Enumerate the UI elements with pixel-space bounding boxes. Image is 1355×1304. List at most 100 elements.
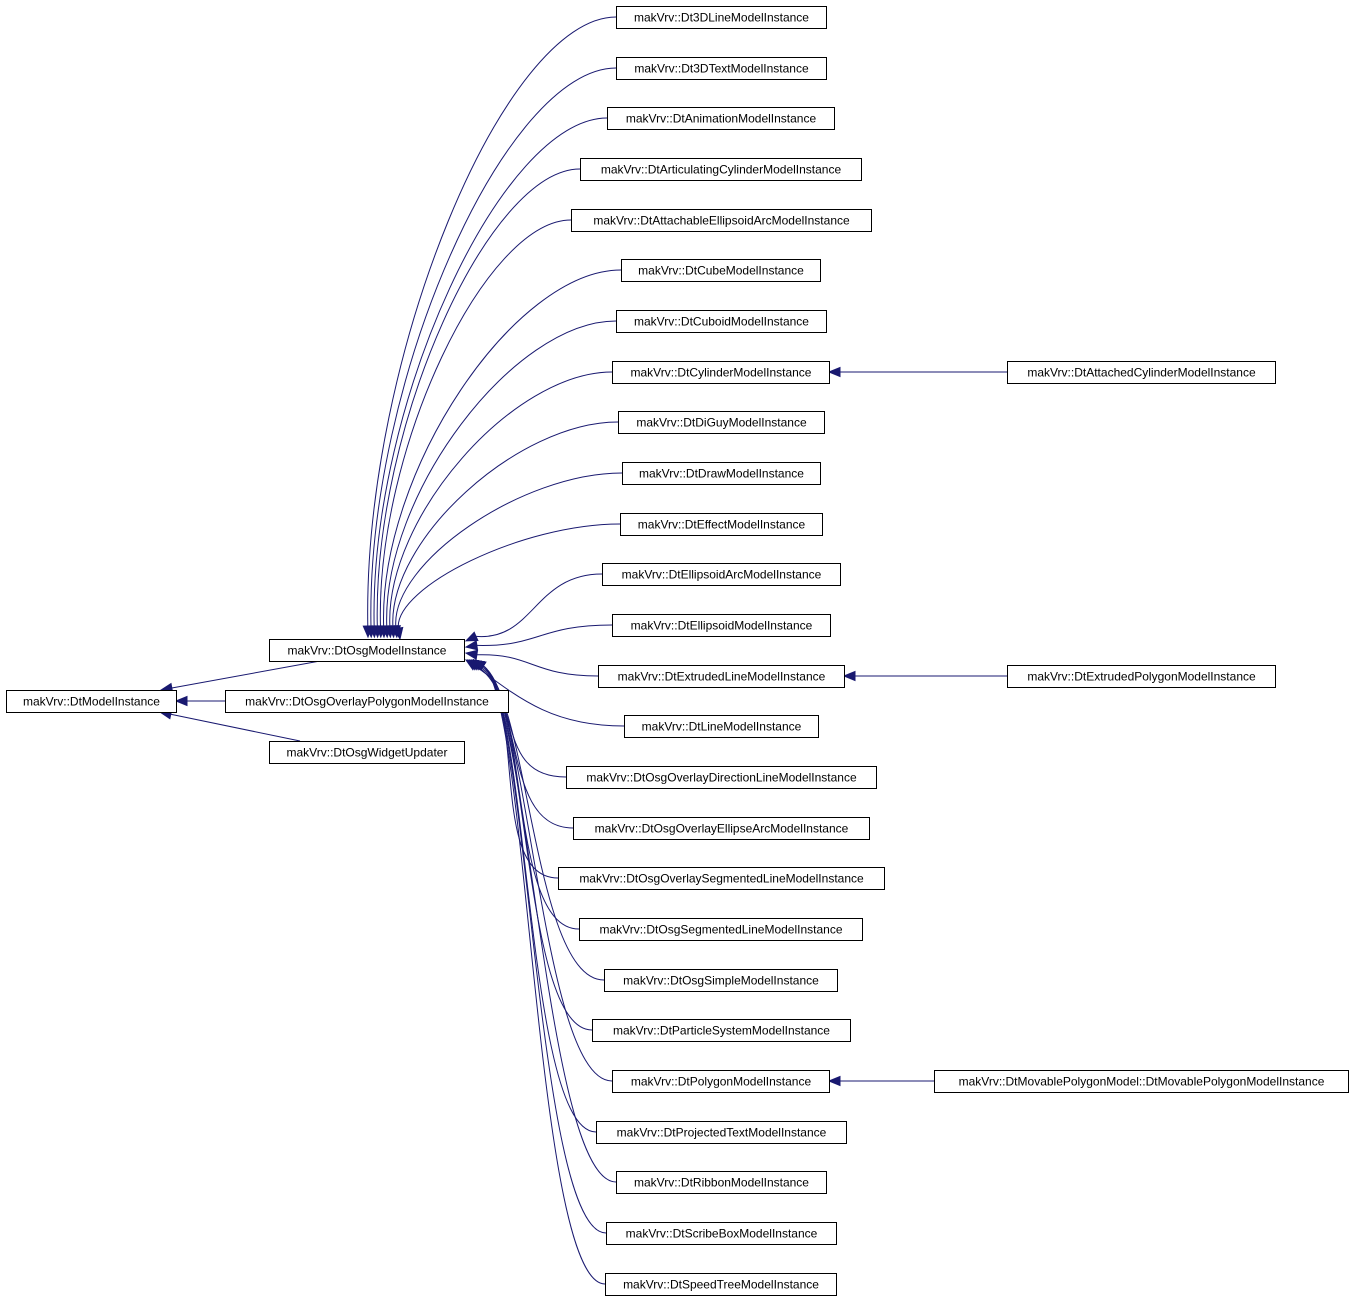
class-node-box xyxy=(621,259,821,282)
class-node-label: makVrv::DtModelInstance xyxy=(23,695,160,709)
class-node-box xyxy=(612,361,830,384)
class-node-c21[interactable]: makVrv::DtPolygonModelInstance xyxy=(612,1070,830,1093)
class-node-widget[interactable]: makVrv::DtOsgWidgetUpdater xyxy=(269,741,465,764)
class-node-c3[interactable]: makVrv::DtArticulatingCylinderModelInsta… xyxy=(580,158,862,181)
class-node-box xyxy=(592,1019,851,1042)
class-node-label: makVrv::DtDrawModelInstance xyxy=(639,467,804,481)
class-node-c9[interactable]: makVrv::DtDrawModelInstance xyxy=(622,462,821,485)
class-node-c1[interactable]: makVrv::Dt3DTextModelInstance xyxy=(616,57,827,80)
edge-line xyxy=(476,624,613,646)
class-node-c20[interactable]: makVrv::DtParticleSystemModelInstance xyxy=(592,1019,851,1042)
inheritance-edge-c4-to-osg xyxy=(375,219,572,639)
edge-line xyxy=(373,117,608,627)
class-node-label: makVrv::DtOsgSegmentedLineModelInstance xyxy=(599,923,842,937)
class-node-label: makVrv::DtAttachableEllipsoidArcModelIns… xyxy=(593,214,850,228)
class-node-label: makVrv::DtRibbonModelInstance xyxy=(634,1176,809,1190)
class-node-c16[interactable]: makVrv::DtOsgOverlayEllipseArcModelInsta… xyxy=(573,817,870,840)
edge-line xyxy=(383,269,622,627)
inheritance-edge-widget-to-root xyxy=(158,709,301,742)
class-node-box xyxy=(579,918,863,941)
class-node-label: makVrv::DtArticulatingCylinderModelInsta… xyxy=(601,163,842,177)
edges-layer xyxy=(158,16,1007,1285)
class-node-g13[interactable]: makVrv::DtExtrudedPolygonModelInstance xyxy=(1007,665,1276,688)
class-node-label: makVrv::DtCubeModelInstance xyxy=(638,264,804,278)
class-node-box xyxy=(605,1273,837,1296)
class-node-box xyxy=(607,107,835,130)
class-node-c2[interactable]: makVrv::DtAnimationModelInstance xyxy=(607,107,835,130)
class-node-g21[interactable]: makVrv::DtMovablePolygonModel::DtMovable… xyxy=(934,1070,1349,1093)
class-node-c10[interactable]: makVrv::DtEffectModelInstance xyxy=(620,513,823,536)
class-node-label: makVrv::DtEllipsoidArcModelInstance xyxy=(622,568,822,582)
inheritance-edge-c5-to-osg xyxy=(378,269,622,639)
class-node-c14[interactable]: makVrv::DtLineModelInstance xyxy=(624,715,819,738)
class-node-opoly[interactable]: makVrv::DtOsgOverlayPolygonModelInstance xyxy=(225,690,509,713)
class-node-label: makVrv::DtLineModelInstance xyxy=(642,720,802,734)
class-node-c0[interactable]: makVrv::Dt3DLineModelInstance xyxy=(616,6,827,29)
class-node-box xyxy=(558,867,885,890)
class-node-box xyxy=(269,639,465,662)
inheritance-edge-c9-to-osg xyxy=(390,472,623,639)
class-node-box xyxy=(616,310,827,333)
class-node-box xyxy=(604,969,838,992)
class-node-box xyxy=(622,462,821,485)
class-node-c8[interactable]: makVrv::DtDiGuyModelInstance xyxy=(618,411,825,434)
class-node-root[interactable]: makVrv::DtModelInstance xyxy=(6,690,177,713)
class-node-c22[interactable]: makVrv::DtProjectedTextModelInstance xyxy=(596,1121,847,1144)
class-node-g7[interactable]: makVrv::DtAttachedCylinderModelInstance xyxy=(1007,361,1276,384)
class-node-box xyxy=(598,665,845,688)
inheritance-edge-c2-to-osg xyxy=(368,117,608,639)
class-node-box xyxy=(1007,361,1276,384)
edge-line xyxy=(476,665,567,778)
inheritance-edge-opoly-to-root xyxy=(174,695,225,707)
class-node-label: makVrv::DtDiGuyModelInstance xyxy=(636,416,807,430)
class-node-c11[interactable]: makVrv::DtEllipsoidArcModelInstance xyxy=(602,563,841,586)
class-node-label: makVrv::DtCuboidModelInstance xyxy=(634,315,809,329)
class-node-label: makVrv::DtScribeBoxModelInstance xyxy=(626,1227,818,1241)
inheritance-edge-g21-to-c21 xyxy=(827,1075,934,1087)
class-node-label: makVrv::Dt3DTextModelInstance xyxy=(634,62,809,76)
class-node-box xyxy=(1007,665,1276,688)
class-node-c18[interactable]: makVrv::DtOsgSegmentedLineModelInstance xyxy=(579,918,863,941)
class-node-box xyxy=(934,1070,1349,1093)
class-node-label: makVrv::DtExtrudedPolygonModelInstance xyxy=(1027,670,1256,684)
edge-line xyxy=(476,654,599,677)
class-node-label: makVrv::DtAnimationModelInstance xyxy=(626,112,817,126)
class-node-box xyxy=(6,690,177,713)
class-node-c19[interactable]: makVrv::DtOsgSimpleModelInstance xyxy=(604,969,838,992)
class-node-c4[interactable]: makVrv::DtAttachableEllipsoidArcModelIns… xyxy=(571,209,872,232)
inheritance-edge-c3-to-osg xyxy=(372,168,581,639)
class-node-osg[interactable]: makVrv::DtOsgModelInstance xyxy=(269,639,465,662)
class-node-c25[interactable]: makVrv::DtSpeedTreeModelInstance xyxy=(605,1273,837,1296)
edge-line xyxy=(392,421,619,627)
class-node-c6[interactable]: makVrv::DtCuboidModelInstance xyxy=(616,310,827,333)
class-node-c23[interactable]: makVrv::DtRibbonModelInstance xyxy=(616,1171,827,1194)
class-node-c7[interactable]: makVrv::DtCylinderModelInstance xyxy=(612,361,830,384)
class-node-c12[interactable]: makVrv::DtEllipsoidModelInstance xyxy=(612,614,831,637)
edge-arrowhead xyxy=(174,695,188,707)
class-node-c15[interactable]: makVrv::DtOsgOverlayDirectionLineModelIn… xyxy=(566,766,877,789)
edge-line xyxy=(389,371,613,627)
class-node-c24[interactable]: makVrv::DtScribeBoxModelInstance xyxy=(606,1222,837,1245)
class-node-label: makVrv::DtMovablePolygonModel::DtMovable… xyxy=(959,1075,1325,1089)
class-node-box xyxy=(612,1070,830,1093)
class-node-label: makVrv::DtOsgOverlayPolygonModelInstance xyxy=(245,695,489,709)
class-node-box xyxy=(269,741,465,764)
class-node-label: makVrv::DtAttachedCylinderModelInstance xyxy=(1027,366,1256,380)
edge-arrowhead xyxy=(827,366,841,378)
edge-arrowhead xyxy=(842,670,856,682)
edge-arrowhead xyxy=(472,659,487,671)
inheritance-edge-c16-to-osg xyxy=(468,659,574,829)
class-node-box xyxy=(616,6,827,29)
class-node-label: makVrv::DtOsgWidgetUpdater xyxy=(287,746,448,760)
class-node-label: makVrv::DtOsgOverlaySegmentedLineModelIn… xyxy=(579,872,864,886)
inheritance-edge-c0-to-osg xyxy=(362,16,617,639)
class-node-c5[interactable]: makVrv::DtCubeModelInstance xyxy=(621,259,821,282)
edge-line xyxy=(376,168,581,627)
class-node-c17[interactable]: makVrv::DtOsgOverlaySegmentedLineModelIn… xyxy=(558,867,885,890)
inheritance-edge-g13-to-c13 xyxy=(842,670,1007,682)
class-node-box xyxy=(225,690,509,713)
class-node-c13[interactable]: makVrv::DtExtrudedLineModelInstance xyxy=(598,665,845,688)
class-node-label: makVrv::DtProjectedTextModelInstance xyxy=(617,1126,827,1140)
class-node-box xyxy=(580,158,862,181)
